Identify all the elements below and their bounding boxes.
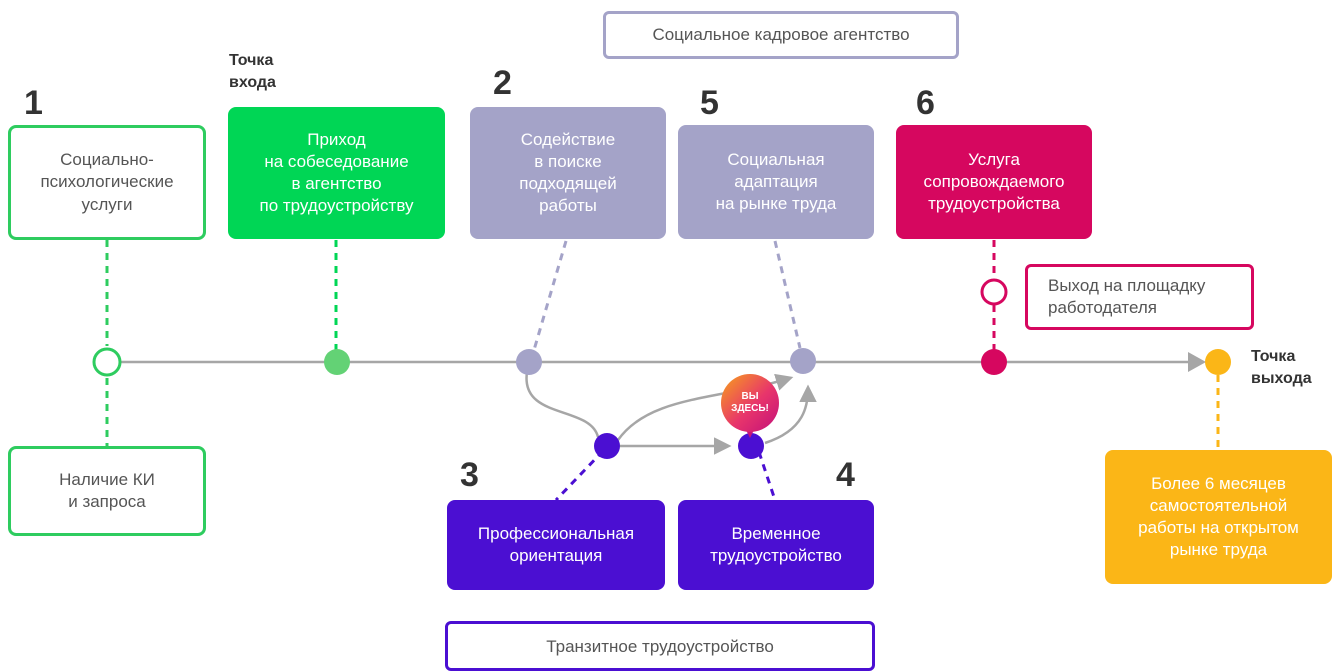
entry-point-label: Точка входа xyxy=(229,52,276,91)
step2-box: Содействие в поиске подходящей работы xyxy=(470,107,666,239)
step5-box: Социальная адаптация на рынке труда xyxy=(678,125,874,239)
prerequisite-text: Наличие КИ и запроса xyxy=(59,469,155,511)
employer-exit-text: Выход на площадку работодателя xyxy=(1048,275,1206,317)
employer-exit-box: Выход на площадку работодателя xyxy=(1025,264,1254,330)
exit-box: Более 6 месяцев самостоятельной работы н… xyxy=(1105,450,1332,584)
step6-text: Услуга сопровождаемого трудоустройства xyxy=(923,149,1065,214)
step6-box: Услуга сопровождаемого трудоустройства xyxy=(896,125,1092,239)
branch-curve-4-to-5 xyxy=(764,384,817,445)
prerequisite-box: Наличие КИ и запроса xyxy=(8,446,206,536)
node-step6 xyxy=(981,349,1007,375)
node-entry xyxy=(324,349,350,375)
step-number-5: 5 xyxy=(700,84,719,122)
branch-curve-2-to-3 xyxy=(525,371,600,438)
node-step6-open xyxy=(980,278,1008,306)
step4-text: Временное трудоустройство xyxy=(710,523,842,565)
entry-text: Приход на собеседование в агентство по т… xyxy=(259,129,414,216)
step2-text: Содействие в поиске подходящей работы xyxy=(519,129,617,216)
exit-text: Более 6 месяцев самостоятельной работы н… xyxy=(1138,473,1299,560)
connector-step5 xyxy=(773,240,802,349)
connector-step4 xyxy=(757,451,777,501)
step1-box: Социально- психологические услуги xyxy=(8,125,206,240)
node-step1 xyxy=(92,347,122,377)
step-number-3: 3 xyxy=(460,456,479,494)
node-exit xyxy=(1205,349,1231,375)
step1-text: Социально- психологические услуги xyxy=(40,150,174,214)
node-step4 xyxy=(738,433,764,459)
node-step3 xyxy=(594,433,620,459)
step-number-2: 2 xyxy=(493,64,512,102)
step3-text: Профессиональная ориентация xyxy=(477,523,635,565)
entry-box: Приход на собеседование в агентство по т… xyxy=(228,107,445,239)
axis-arrowhead xyxy=(1188,352,1206,372)
agency-label-text: Социальное кадровое агентство xyxy=(652,24,910,44)
step4-box: Временное трудоустройство xyxy=(678,500,874,590)
node-step2 xyxy=(516,349,542,375)
step-number-1: 1 xyxy=(24,84,43,122)
transit-label-text: Транзитное трудоустройство xyxy=(546,637,774,656)
step-number-6: 6 xyxy=(916,84,935,122)
connector-step3 xyxy=(554,449,605,502)
connector-step2 xyxy=(532,240,568,351)
you-are-here-marker: ВЫ ЗДЕСЬ! xyxy=(721,374,779,432)
transit-label: Транзитное трудоустройство xyxy=(445,621,875,671)
step-number-4: 4 xyxy=(836,456,855,494)
step5-text: Социальная адаптация на рынке труда xyxy=(715,149,837,214)
step3-box: Профессиональная ориентация xyxy=(447,500,665,590)
you-are-here-text: ВЫ ЗДЕСЬ! xyxy=(731,390,769,415)
node-step5 xyxy=(790,348,816,374)
agency-label: Социальное кадровое агентство xyxy=(603,11,959,59)
exit-point-label: Точка выхода xyxy=(1251,348,1312,387)
